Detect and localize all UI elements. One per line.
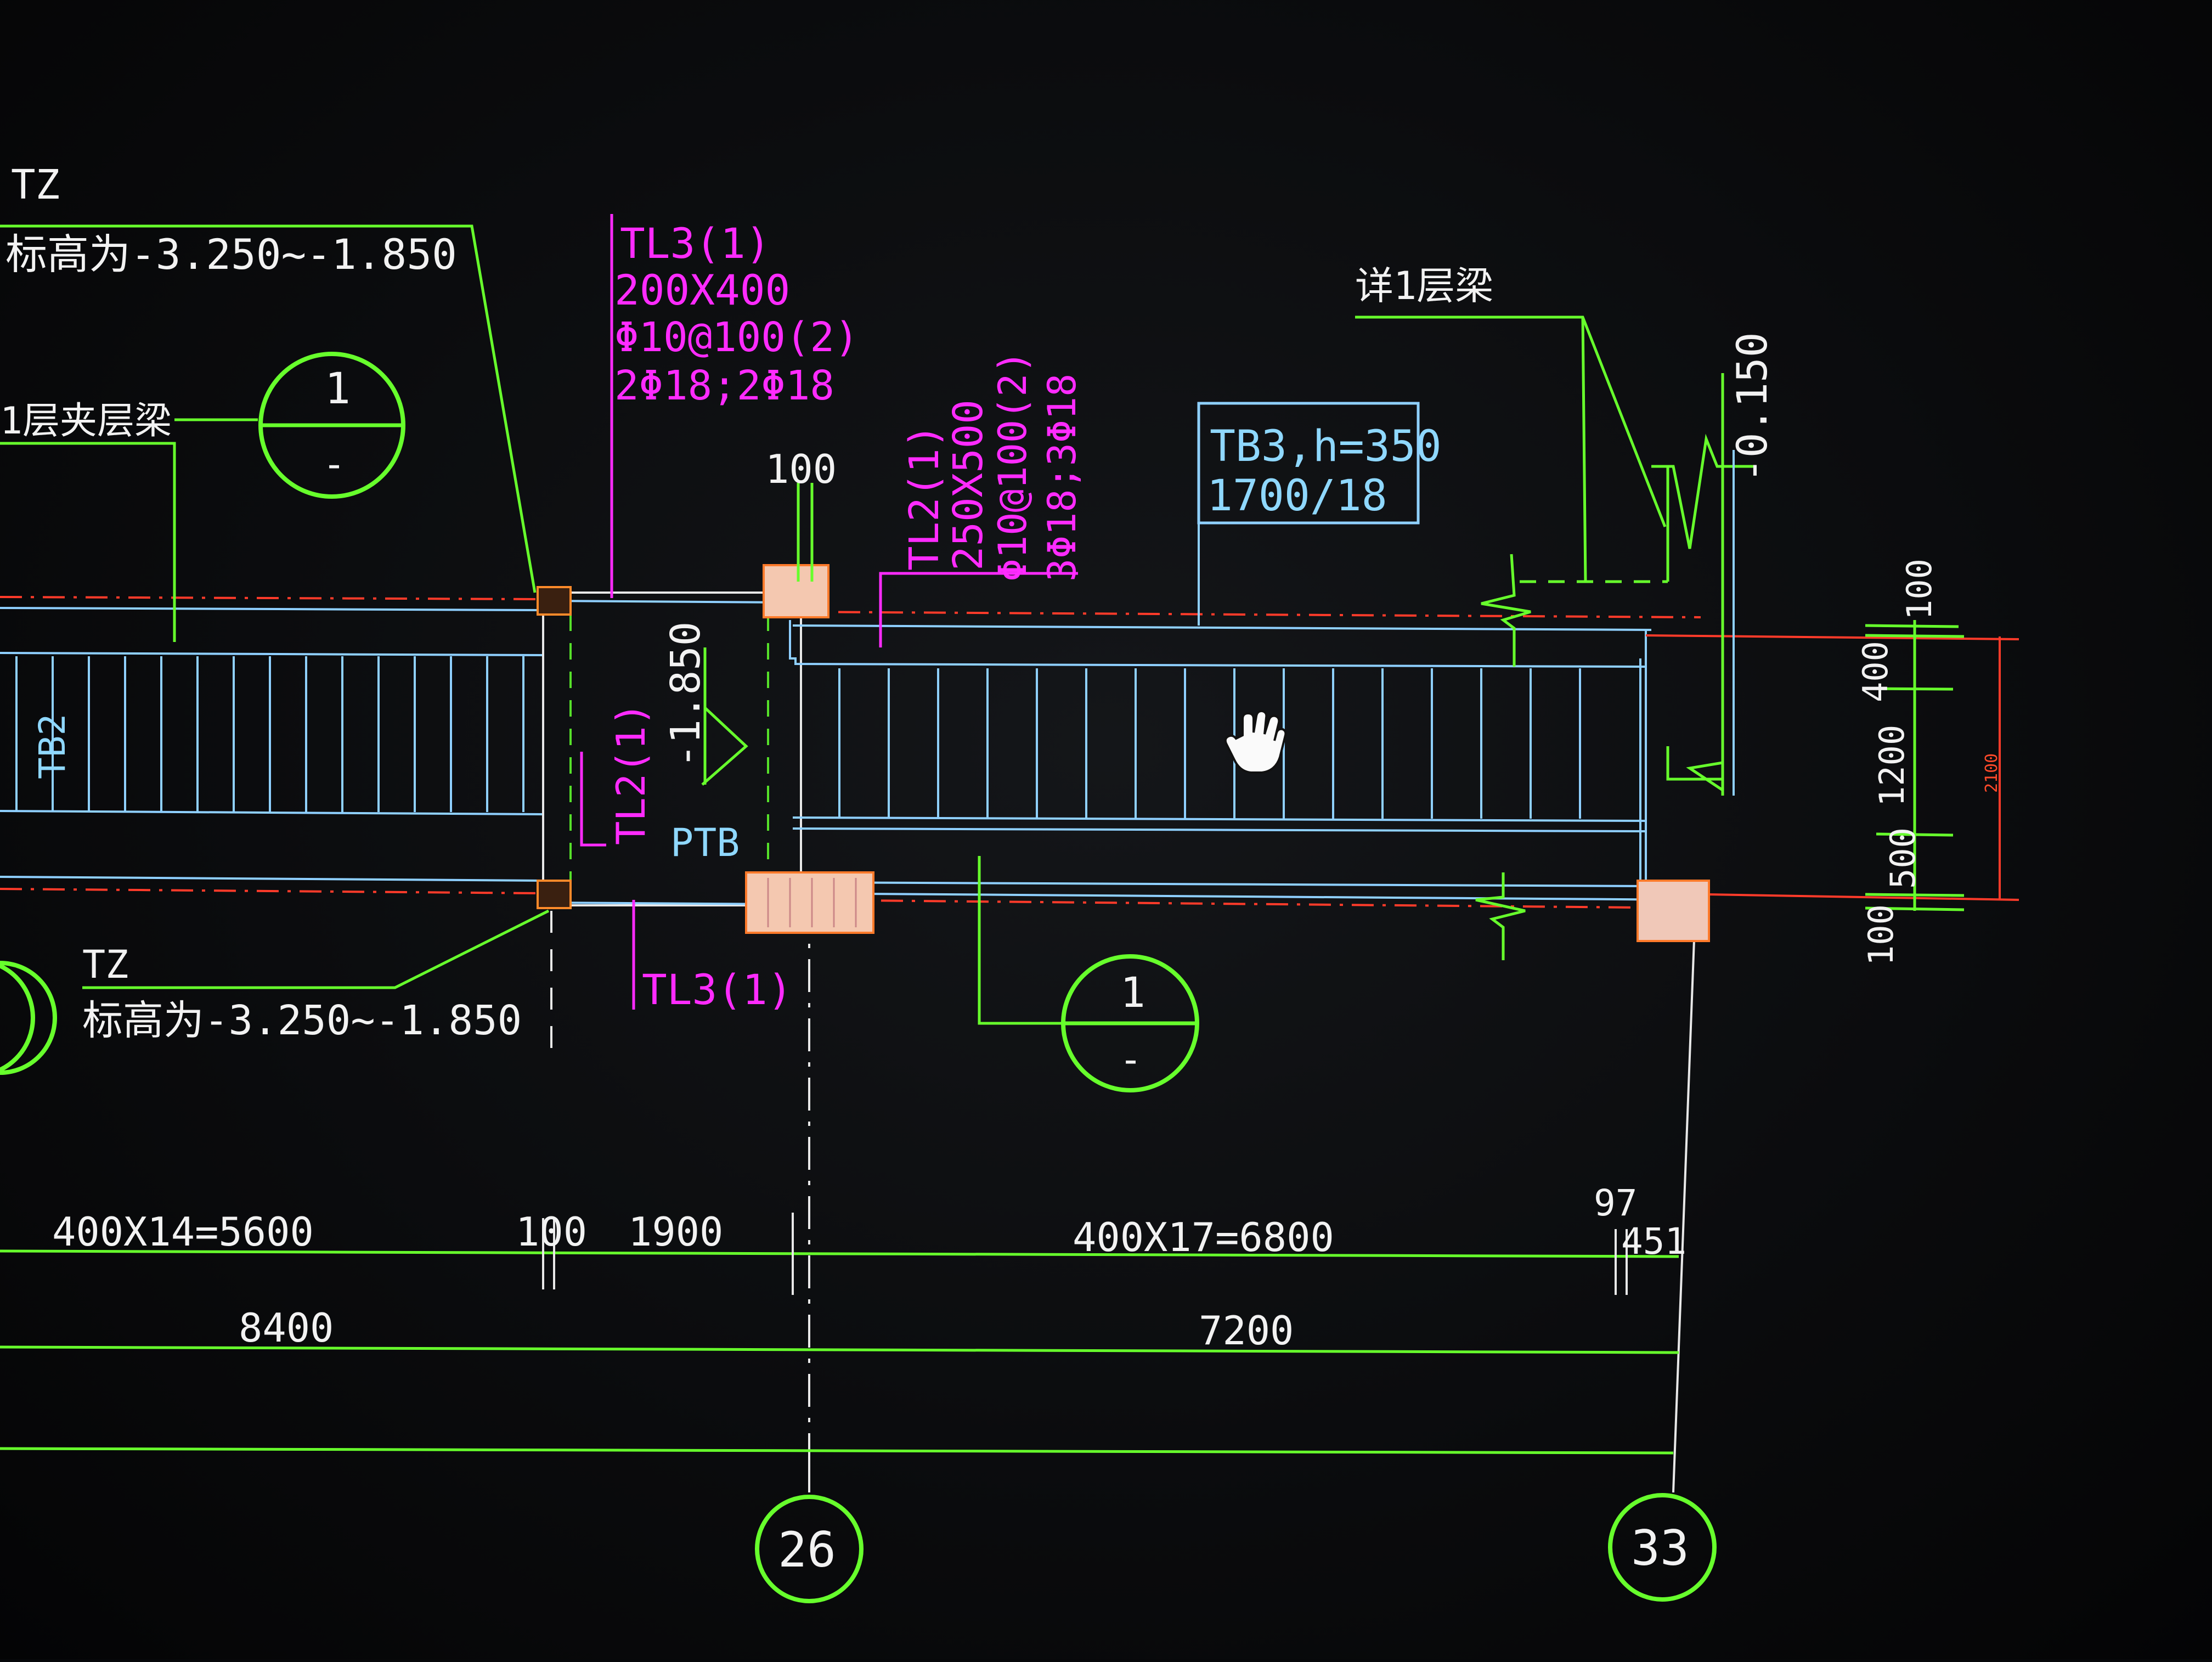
tl3-bottom-annotation: TL3(1)	[632, 900, 793, 1014]
dim-97: 97	[1594, 1182, 1637, 1224]
section-mid-den: -	[1119, 1037, 1142, 1082]
tl3-bottom-label: TL3(1)	[642, 965, 793, 1014]
tb3-line1: TB3,h=350	[1210, 422, 1442, 471]
dimension-row-3	[0, 1447, 1674, 1455]
section-marker-middle: 1 -	[978, 856, 1199, 1092]
rdim-100a: 100	[1899, 559, 1939, 620]
dimension-row-2: 8400 7200	[0, 1305, 1679, 1354]
tz-top-label: TZ	[11, 161, 60, 209]
axis-bubble-26: 26	[755, 1453, 864, 1603]
tb3-line2: 1700/18	[1207, 471, 1387, 521]
dimension-row-1: 400X14=5600 100 1900 400X17=6800 97 451	[0, 1182, 1686, 1295]
dim-100-top-label: 100	[765, 446, 837, 492]
axis-26-label: 26	[778, 1522, 836, 1578]
ptb-label: PTB	[670, 820, 740, 865]
landing-elev-label: -1.850	[662, 622, 709, 768]
beam-right-label: 详1层梁	[1355, 263, 1493, 308]
stair-treads-left	[15, 656, 524, 812]
tl3-top-name: TL3(1)	[620, 219, 771, 268]
tb2-label: TB2	[31, 714, 74, 779]
tl2-landing-annotation: TL2(1)	[580, 702, 654, 847]
dim-6800: 400X17=6800	[1073, 1214, 1334, 1260]
stair-treads-right	[838, 668, 1581, 819]
tz-bottom-annotation: TZ 标高为-3.250~-1.850	[82, 909, 550, 1044]
rdim-400: 400	[1855, 641, 1895, 702]
break-line-bottom	[1475, 872, 1526, 960]
axis-lines	[550, 634, 2019, 1493]
dim-100: 100	[516, 1209, 587, 1255]
axis-bubble-33: 33	[1608, 1493, 1717, 1602]
right-dimension-stack: 100 400 1200 500 100 2100	[1855, 559, 2001, 966]
section-left-num: 1	[325, 364, 351, 414]
rdim-100b: 100	[1861, 904, 1901, 966]
landing-elev-annotation: -1.850	[662, 622, 748, 786]
tl3-top-annotation: TL3(1) 200X400 Φ10@100(2) 2Φ18;2Φ18	[610, 214, 859, 598]
tl2-top-stirrup: Φ10@100(2)	[990, 351, 1035, 582]
tl2-vertical-label: TL2(1)	[608, 702, 654, 845]
tl2-top-size: 250X500	[945, 399, 992, 571]
elev-top-label: 标高为-3.250~-1.850	[5, 230, 457, 279]
rdim-500: 500	[1883, 827, 1923, 889]
tl2-top-annotation: TL2(1) 250X500 Φ10@100(2) 3Φ18;3Φ18	[879, 351, 1085, 647]
stair-flight-tb2	[0, 596, 544, 894]
elev-right-annotation: -0.150	[1666, 332, 1776, 796]
tz-top-annotation: TZ 标高为-3.250~-1.850	[0, 161, 537, 593]
section-marker-partial	[0, 961, 57, 1075]
dim-8400: 8400	[239, 1305, 334, 1351]
tl3-top-stirrup: Φ10@100(2)	[614, 314, 859, 361]
elev-right-label: -0.150	[1728, 332, 1776, 483]
tb2-label-group: TB2	[31, 714, 74, 779]
elev-bottom-label: 标高为-3.250~-1.850	[82, 997, 522, 1044]
tl2-top-bars: 3Φ18;3Φ18	[1040, 374, 1085, 582]
dim-100-top: 100	[765, 446, 837, 582]
section-mid-num: 1	[1120, 968, 1146, 1017]
beam-left-annotation: 1层夹层梁	[0, 399, 258, 642]
dim-7200: 7200	[1199, 1308, 1294, 1354]
dim-451: 451	[1621, 1220, 1686, 1263]
tl3-top-size: 200X400	[614, 266, 790, 314]
beam-left-label: 1层夹层梁	[0, 399, 172, 443]
dim-5600: 400X14=5600	[52, 1209, 314, 1255]
axis-33-label: 33	[1631, 1520, 1689, 1576]
stair-flight-tb3	[789, 611, 1701, 909]
rdim-2100: 2100	[1982, 753, 2001, 793]
tz-bottom-label: TZ	[82, 942, 128, 987]
tl2-top-name: TL2(1)	[901, 424, 948, 571]
beam-right-annotation: 详1层梁	[1355, 263, 1756, 583]
break-line-top	[1481, 554, 1531, 667]
column-blocks	[537, 564, 1710, 942]
rdim-1200: 1200	[1872, 725, 1912, 807]
section-marker-left: 1 -	[258, 352, 405, 499]
tb3-annotation: TB3,h=350 1700/18	[1197, 402, 1442, 626]
hand-pan-cursor-icon	[1224, 709, 1287, 774]
dim-1900: 1900	[628, 1209, 723, 1255]
tl3-top-bars: 2Φ18;2Φ18	[614, 362, 834, 409]
section-left-den: -	[323, 442, 346, 487]
